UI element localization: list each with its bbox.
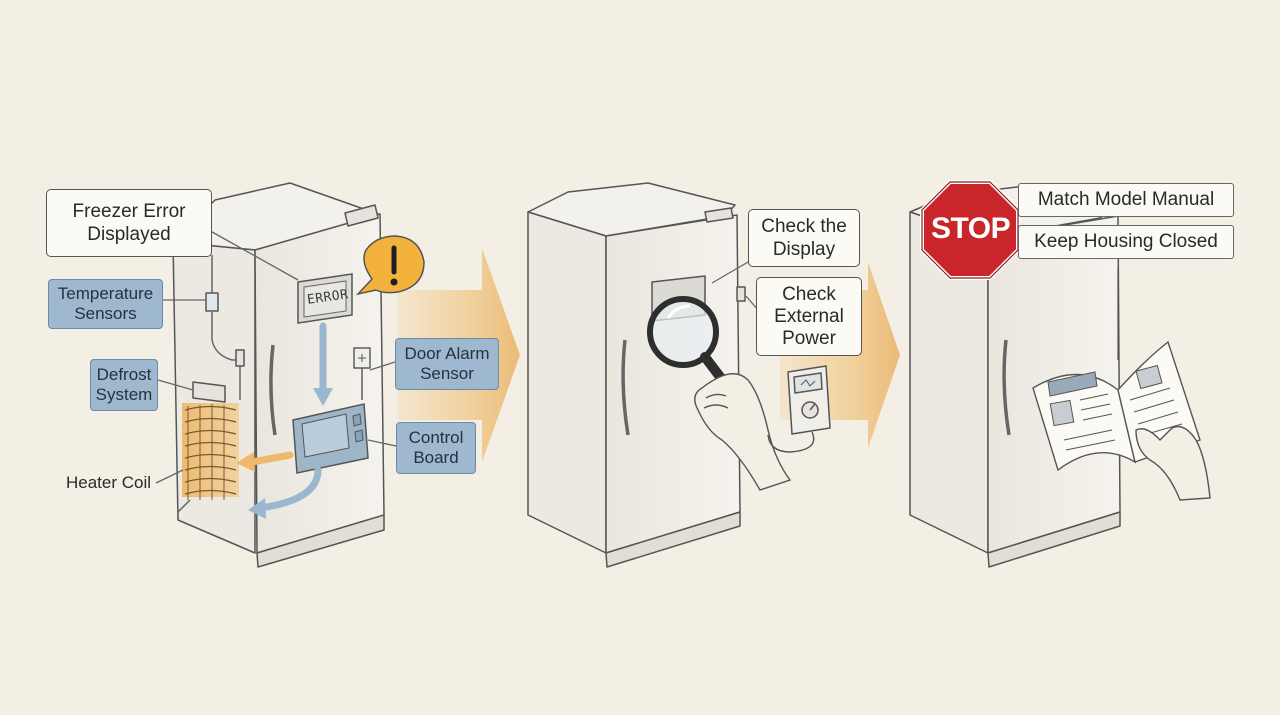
defrost-system-label: Defrost System <box>90 359 158 411</box>
leader-lines-1 <box>155 227 397 484</box>
signal-arrows <box>256 322 327 512</box>
note-keep-housing-closed: Keep Housing Closed <box>1018 225 1234 259</box>
control-board-part <box>292 403 369 474</box>
heater-coil-label: Heater Coil <box>66 473 152 492</box>
check-display-callout: Check the Display <box>748 209 860 267</box>
temperature-sensors-label: Temperature Sensors <box>48 279 163 329</box>
multimeter-icon <box>767 365 831 453</box>
control-board-label: Control Board <box>396 422 476 474</box>
stop-sign-text: STOP <box>931 212 1011 245</box>
note-match-model-manual: Match Model Manual <box>1018 183 1234 217</box>
check-power-callout: Check External Power <box>756 277 862 356</box>
fridge-2 <box>527 182 746 568</box>
error-display <box>297 273 353 324</box>
stop-sign-icon <box>920 180 1020 280</box>
door-alarm-sensor-part <box>353 347 371 400</box>
pointing-hand-icon <box>1135 425 1211 501</box>
warning-bubble-icon <box>355 235 425 296</box>
door-alarm-sensor-label: Door Alarm Sensor <box>395 338 499 390</box>
freezer-error-callout: Freezer Error Displayed <box>46 189 212 257</box>
hand-icon <box>694 373 792 491</box>
